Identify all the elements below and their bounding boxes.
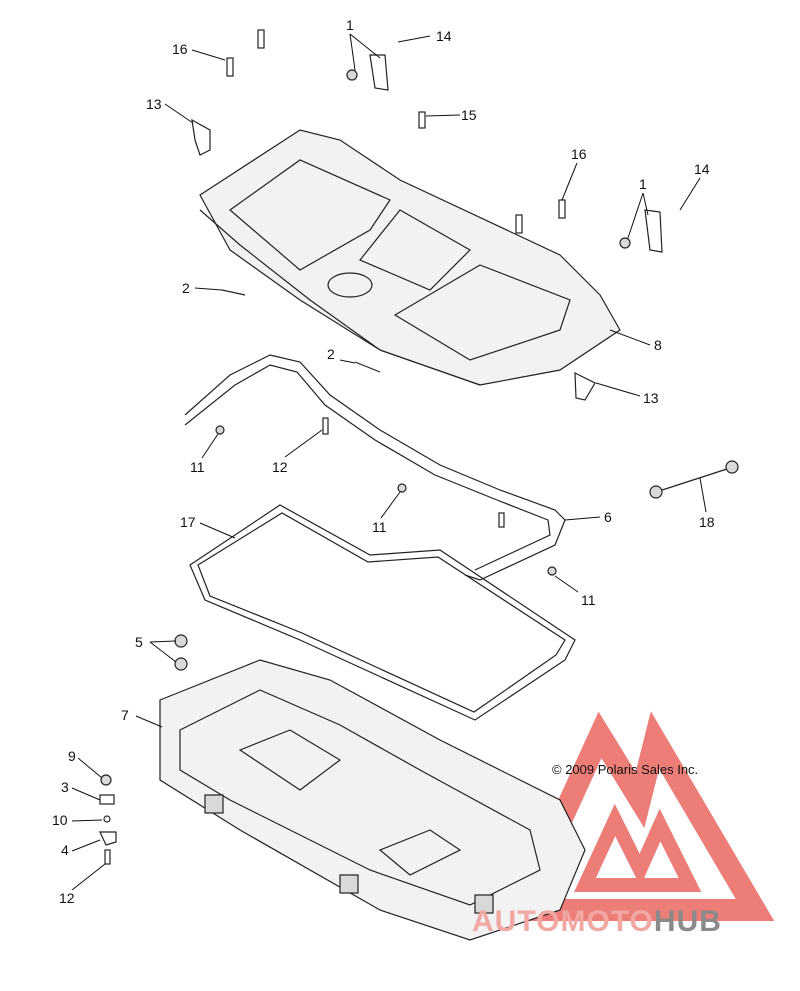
callout-12-bottom: 12 <box>59 890 75 906</box>
callout-3: 3 <box>61 779 69 795</box>
callout-1-top: 1 <box>346 17 354 33</box>
callout-12-center: 12 <box>272 459 288 475</box>
callout-4: 4 <box>61 842 69 858</box>
callout-16-top: 16 <box>172 41 188 57</box>
callout-7: 7 <box>121 707 129 723</box>
leader-lines <box>71 33 707 891</box>
callout-13-right: 13 <box>643 390 659 406</box>
callout-13-left: 13 <box>146 96 162 112</box>
hardware-parts <box>99 29 739 865</box>
watermark-logo <box>502 711 775 921</box>
callout-2-left: 2 <box>182 280 190 296</box>
lid-cover-part-8 <box>199 129 621 386</box>
seal-part-17 <box>189 504 576 721</box>
callout-14-right: 14 <box>694 161 710 177</box>
watermark-text-part2: HUB <box>653 905 722 938</box>
callout-16-right: 16 <box>571 146 587 162</box>
callout-5: 5 <box>135 634 143 650</box>
callout-18: 18 <box>699 514 715 530</box>
callout-10: 10 <box>52 812 68 828</box>
watermark-text: AUTOMOTOHUB <box>472 905 722 939</box>
callout-15: 15 <box>461 107 477 123</box>
callout-labels: 16 1 14 13 15 16 1 14 2 2 8 13 11 12 11 … <box>52 17 715 906</box>
callout-8: 8 <box>654 337 662 353</box>
watermark-text-part1: AUTOMOTO <box>472 905 654 938</box>
callout-9: 9 <box>68 748 76 764</box>
callout-14-top: 14 <box>436 28 452 44</box>
callout-11-right: 11 <box>581 592 596 608</box>
callout-2-center: 2 <box>327 346 335 362</box>
frame-rail-part-6 <box>184 354 566 581</box>
callout-11-center: 11 <box>372 519 387 535</box>
copyright-notice: © 2009 Polaris Sales Inc. <box>552 762 699 777</box>
callout-17: 17 <box>180 514 196 530</box>
callout-11-left: 11 <box>190 459 205 475</box>
callout-1-right: 1 <box>639 176 647 192</box>
storage-tub-part-7 <box>159 659 586 941</box>
callout-6: 6 <box>604 509 612 525</box>
